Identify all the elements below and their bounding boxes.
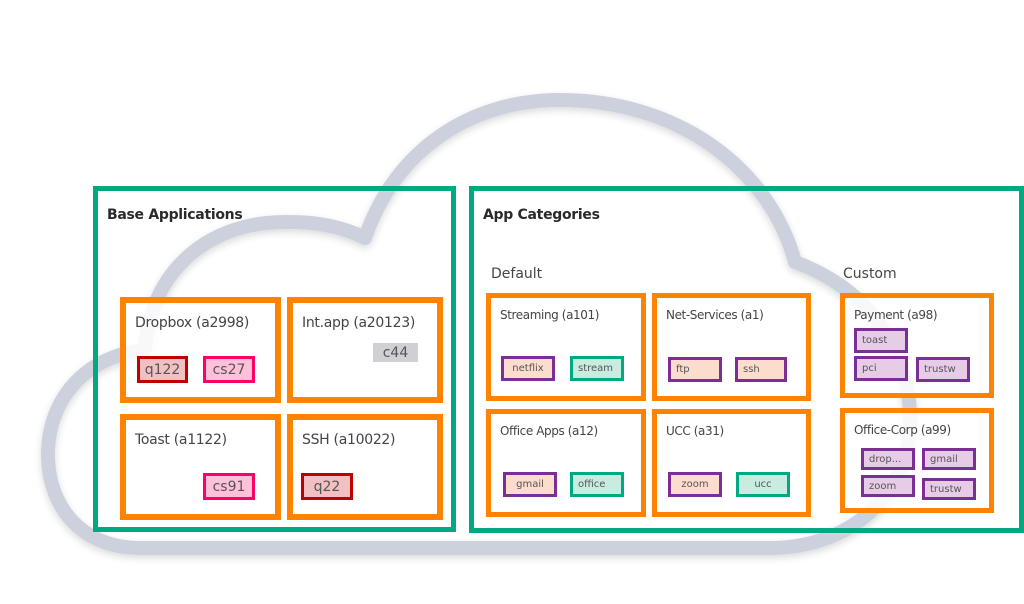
app-title: Toast (a1122) [135, 432, 227, 448]
category-box-office-apps[interactable]: Office Apps (a12) gmail office [486, 409, 646, 517]
app-categories-panel: App Categories Default Custom Streaming … [469, 186, 1024, 533]
cs-tag[interactable]: cs91 [203, 473, 255, 500]
category-box-payment[interactable]: Payment (a98) toast pci trustw [840, 293, 994, 398]
qos-tag[interactable]: q22 [301, 473, 353, 500]
app-title: SSH (a10022) [302, 432, 396, 448]
app-categories-title: App Categories [483, 207, 600, 223]
base-applications-panel: Base Applications Dropbox (a2998) q122 c… [93, 186, 456, 532]
app-box-intapp[interactable]: Int.app (a20123) c44 [287, 297, 443, 403]
app-tag[interactable]: ftp [668, 357, 722, 382]
app-title: Dropbox (a2998) [135, 315, 250, 331]
category-tag[interactable]: ucc [736, 472, 790, 497]
app-tag[interactable]: ssh [735, 357, 787, 382]
custom-app-tag[interactable]: drop... [861, 448, 915, 470]
category-title: Office-Corp (a99) [854, 423, 951, 437]
base-applications-title: Base Applications [107, 207, 243, 223]
category-title: Office Apps (a12) [500, 424, 598, 438]
custom-section-label: Custom [843, 266, 897, 282]
category-box-streaming[interactable]: Streaming (a101) netflix stream [486, 293, 646, 401]
custom-app-tag[interactable]: trustw [916, 357, 970, 382]
app-tag[interactable]: zoom [668, 472, 722, 497]
custom-app-tag[interactable]: toast [854, 328, 908, 353]
custom-app-tag[interactable]: pci [854, 356, 908, 381]
app-box-toast[interactable]: Toast (a1122) cs91 [120, 414, 281, 520]
category-box-ucc[interactable]: UCC (a31) zoom ucc [652, 409, 811, 517]
custom-app-tag[interactable]: gmail [922, 448, 976, 470]
category-box-office-corp[interactable]: Office-Corp (a99) drop... gmail zoom tru… [840, 408, 994, 513]
app-box-ssh[interactable]: SSH (a10022) q22 [287, 414, 443, 520]
custom-app-tag[interactable]: trustw [922, 478, 976, 500]
qos-tag[interactable]: q122 [137, 356, 188, 383]
cs-tag[interactable]: cs27 [203, 356, 255, 383]
app-tag[interactable]: netflix [501, 356, 555, 381]
category-box-net-services[interactable]: Net-Services (a1) ftp ssh [652, 293, 811, 401]
c-tag[interactable]: c44 [373, 343, 418, 362]
custom-app-tag[interactable]: zoom [861, 475, 915, 497]
category-title: UCC (a31) [666, 424, 724, 438]
category-title: Net-Services (a1) [666, 308, 764, 322]
app-title: Int.app (a20123) [302, 315, 415, 331]
app-box-dropbox[interactable]: Dropbox (a2998) q122 cs27 [120, 297, 281, 403]
category-tag[interactable]: stream [570, 356, 624, 381]
app-tag[interactable]: gmail [503, 472, 557, 497]
category-title: Payment (a98) [854, 308, 938, 322]
default-section-label: Default [491, 266, 543, 282]
category-title: Streaming (a101) [500, 308, 600, 322]
category-tag[interactable]: office [570, 472, 624, 497]
